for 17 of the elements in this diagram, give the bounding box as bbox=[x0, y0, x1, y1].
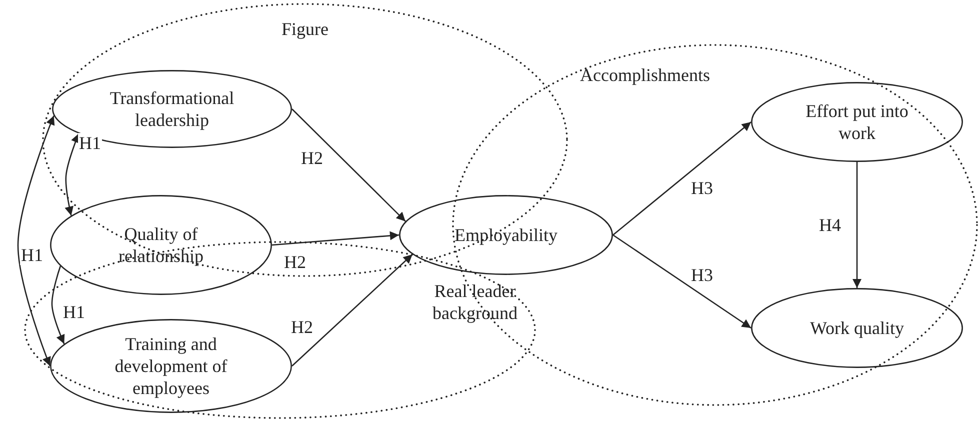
group-heading: Figure bbox=[280, 18, 330, 40]
construct-label: Effort put into work bbox=[804, 100, 910, 144]
construct-label: Transformational leadership bbox=[108, 87, 236, 131]
construct-label: Training and development of employees bbox=[114, 333, 228, 399]
arrow bbox=[292, 254, 413, 366]
arrow bbox=[852, 162, 862, 288]
arrow bbox=[64, 133, 80, 216]
construct-label: Work quality bbox=[808, 317, 906, 339]
construct-label: Employability bbox=[454, 224, 558, 246]
arrow bbox=[17, 116, 55, 366]
arrow bbox=[612, 234, 752, 329]
arrow bbox=[612, 122, 752, 236]
arrow bbox=[292, 108, 406, 222]
arrow bbox=[272, 231, 400, 246]
group-heading: Real leader background bbox=[432, 280, 518, 324]
arrow bbox=[51, 266, 65, 344]
group-heading: Accomplishments bbox=[579, 64, 711, 86]
